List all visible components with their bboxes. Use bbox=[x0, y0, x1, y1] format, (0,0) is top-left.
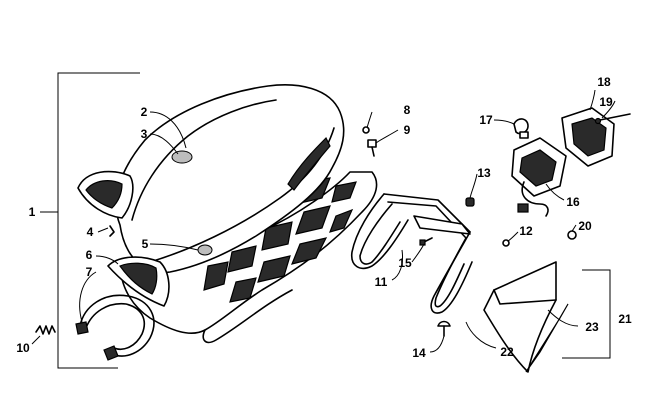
callout-11: 11 bbox=[375, 275, 388, 289]
callout-12: 12 bbox=[519, 224, 533, 238]
grab-handle bbox=[350, 193, 473, 314]
callout-20: 20 bbox=[578, 219, 592, 233]
callout-5: 5 bbox=[142, 237, 149, 251]
callout-23: 23 bbox=[585, 320, 599, 334]
callout-18: 18 bbox=[597, 75, 611, 89]
callout-9: 9 bbox=[404, 123, 411, 137]
leader-lines bbox=[31, 89, 616, 353]
callout-13: 13 bbox=[477, 166, 491, 180]
callout-10: 10 bbox=[16, 341, 30, 355]
spring bbox=[35, 325, 56, 335]
tail-shield bbox=[483, 261, 569, 373]
callout-3: 3 bbox=[141, 127, 148, 141]
callout-22: 22 bbox=[500, 345, 514, 359]
screw-15 bbox=[419, 237, 433, 246]
rivet bbox=[437, 320, 451, 337]
seat-strap bbox=[75, 294, 155, 361]
callout-17: 17 bbox=[479, 113, 493, 127]
callout-7: 7 bbox=[86, 265, 93, 279]
bolt bbox=[465, 197, 475, 207]
callout-labels: 1 2 3 4 5 6 7 8 9 10 11 12 13 14 15 16 1… bbox=[16, 75, 632, 360]
callout-21: 21 bbox=[618, 312, 632, 326]
seat-assembly-bracket bbox=[57, 72, 140, 369]
callout-4: 4 bbox=[87, 225, 94, 239]
taillight-lens bbox=[511, 137, 567, 217]
callout-1: 1 bbox=[29, 205, 36, 219]
callout-6: 6 bbox=[86, 248, 93, 262]
callout-8: 8 bbox=[404, 103, 411, 117]
callout-19: 19 bbox=[599, 95, 613, 109]
nut bbox=[502, 239, 510, 247]
seat-cushion bbox=[77, 84, 345, 274]
bulb bbox=[513, 118, 529, 139]
taillight-housing bbox=[561, 107, 615, 167]
callout-15: 15 bbox=[398, 256, 412, 270]
screw-and-washer bbox=[362, 126, 377, 157]
front-seat-trim bbox=[107, 256, 170, 307]
screw-19 bbox=[594, 113, 631, 125]
callout-16: 16 bbox=[566, 195, 580, 209]
grommet bbox=[567, 230, 577, 240]
callout-14: 14 bbox=[412, 346, 426, 360]
callout-2: 2 bbox=[141, 105, 148, 119]
tail-shield-bracket bbox=[562, 269, 611, 359]
fastener-small bbox=[109, 225, 115, 237]
